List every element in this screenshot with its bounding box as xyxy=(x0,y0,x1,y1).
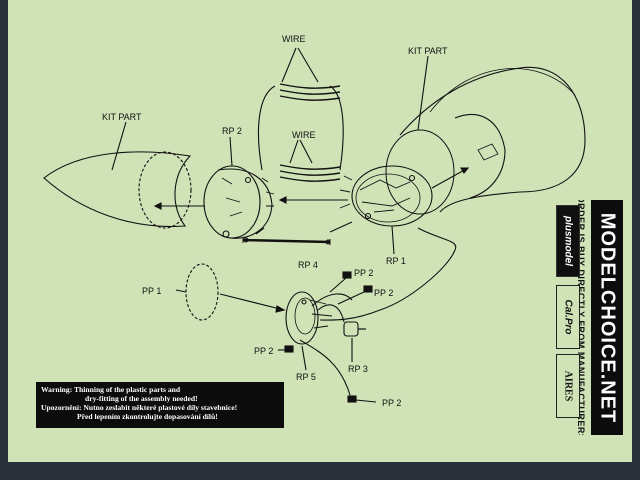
warning-line-2: dry-fitting of the assembly needed! xyxy=(85,394,198,403)
brand-name: MODELCHOICE.NET xyxy=(596,212,619,423)
pp2-part-a xyxy=(342,271,352,279)
arrow-pp1-to-rp5 xyxy=(219,293,285,311)
cable-rp5-to-rp3 xyxy=(317,304,345,323)
warning-line-3: Upozornění: Nutno zeslabit některé plast… xyxy=(41,403,238,412)
leader-pp1 xyxy=(175,289,187,293)
label-wire-mid: WIRE xyxy=(292,130,316,140)
pp2-part-c xyxy=(284,345,294,353)
label-pp1: PP 1 xyxy=(142,286,161,296)
pointer-pp2-b xyxy=(337,291,365,305)
pp2-part-b xyxy=(363,285,373,293)
label-pp2-d: PP 2 xyxy=(382,398,401,408)
label-rp4: RP 4 xyxy=(298,260,318,270)
logo-plusmodel: plusmodel xyxy=(556,205,580,277)
warning-line-1: Warning: Thinning of the plastic parts a… xyxy=(41,385,181,394)
leader-kit-part-left xyxy=(111,121,127,171)
logo-aires: AIRES xyxy=(556,354,580,418)
pointer-wire-top-left xyxy=(281,47,297,83)
leader-rp2 xyxy=(229,136,233,167)
label-pp2-b: PP 2 xyxy=(374,288,393,298)
arrow-rp4-to-rp1 xyxy=(329,221,353,233)
rp5-part xyxy=(285,291,333,345)
label-kit-part-left: KIT PART xyxy=(102,112,142,122)
leader-rp5 xyxy=(301,345,307,371)
cable-rp1-to-rp5 xyxy=(319,227,457,321)
wire-bundle-mid xyxy=(279,164,341,182)
pp2-part-d xyxy=(347,395,357,403)
warning-line-4: Před lepením zkontrolujte dopasování díl… xyxy=(77,412,218,421)
pointer-wire-mid-left xyxy=(289,139,299,164)
wire-bundle-top xyxy=(279,83,341,101)
nose-opening-outline xyxy=(138,151,192,229)
leader-kit-part-right xyxy=(417,55,429,131)
rp4-part xyxy=(242,237,331,245)
kit-part-nose-cone xyxy=(43,151,192,228)
pointer-pp2-a xyxy=(329,277,347,293)
label-rp1: RP 1 xyxy=(386,256,406,266)
wire-loop-top xyxy=(257,85,344,171)
rp3-part xyxy=(343,321,366,337)
leader-pp2-d xyxy=(355,399,377,403)
label-wire-top: WIRE xyxy=(282,34,306,44)
label-pp2-a: PP 2 xyxy=(354,268,373,278)
logo-calpro: Cal.Pro xyxy=(556,285,580,349)
pointer-wire-mid-right xyxy=(299,139,313,164)
label-rp3: RP 3 xyxy=(348,364,368,374)
cable-pp2-d xyxy=(299,339,351,396)
label-kit-part-right: KIT PART xyxy=(408,46,448,56)
arrow-rp1-to-nacelle xyxy=(431,167,469,189)
pointer-wire-top-right xyxy=(297,47,319,83)
leader-rp1 xyxy=(391,225,395,255)
rp2-part xyxy=(203,165,275,239)
warning-box: Warning: Thinning of the plastic parts a… xyxy=(36,382,284,428)
kit-part-nacelle xyxy=(385,66,586,215)
label-rp5: RP 5 xyxy=(296,372,316,382)
brand-banner: MODELCHOICE.NET xyxy=(591,200,623,435)
label-pp2-c: PP 2 xyxy=(254,346,273,356)
arrow-rp4-to-rp2 xyxy=(255,227,265,235)
pp1-part xyxy=(185,263,219,321)
label-rp2: RP 2 xyxy=(222,126,242,136)
